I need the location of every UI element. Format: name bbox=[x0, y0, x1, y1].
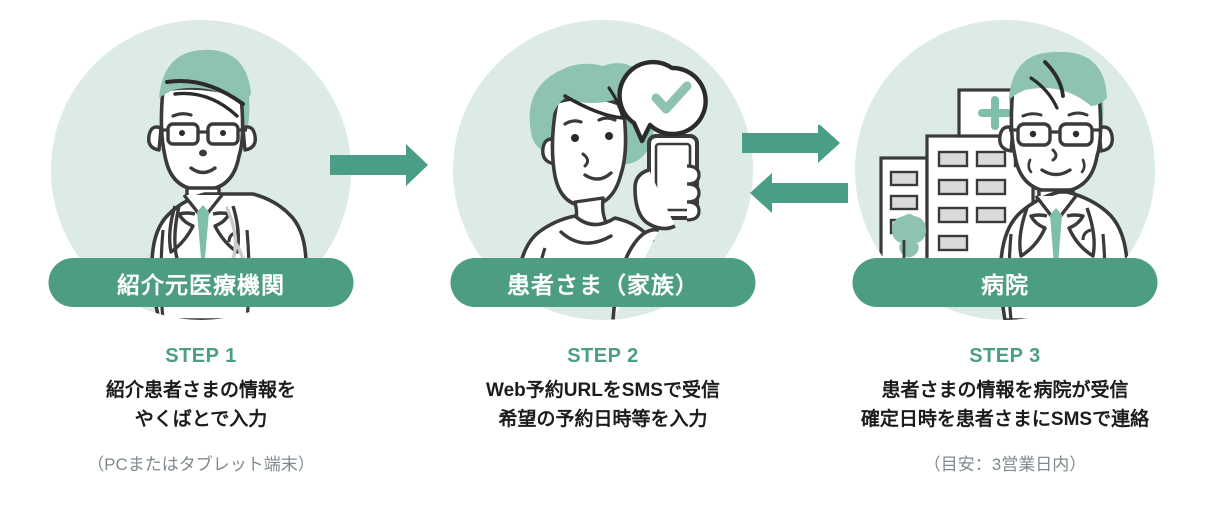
role-badge-1: 紹介元医療機関 bbox=[48, 258, 354, 307]
step-card-3: 病院 STEP 3 患者さまの情報を病院が受信 確定日時を患者さまにSMSで連絡… bbox=[804, 0, 1206, 514]
role-badge-3: 病院 bbox=[852, 258, 1158, 307]
step-1-illustration bbox=[51, 20, 351, 320]
step-description-line: 確定日時を患者さまにSMSで連絡 bbox=[860, 409, 1150, 430]
step-note-3: （目安：3営業日内） bbox=[923, 455, 1087, 474]
connector-2-3 bbox=[740, 0, 850, 514]
arrow-right-single-icon bbox=[330, 144, 428, 186]
step-number-label-3: STEP 3 bbox=[969, 345, 1041, 367]
step-description-1: 紹介患者さまの情報を やくばとで入力 bbox=[0, 376, 402, 434]
step-card-1: 紹介元医療機関 STEP 1 紹介患者さまの情報を やくばとで入力 （PCまたは… bbox=[0, 0, 402, 514]
step-description-line: 希望の予約日時等を入力 bbox=[498, 409, 708, 430]
connector-1-2 bbox=[330, 0, 440, 514]
step-number-label-1: STEP 1 bbox=[165, 345, 237, 367]
step-note-1: （PCまたはタブレット端末） bbox=[87, 455, 315, 474]
role-badge-label: 病院 bbox=[981, 271, 1029, 298]
step-description-3: 患者さまの情報を病院が受信 確定日時を患者さまにSMSで連絡 bbox=[804, 376, 1206, 434]
doctor-with-stethoscope-icon bbox=[147, 49, 308, 320]
step-description-line: 患者さまの情報を病院が受信 bbox=[881, 380, 1129, 401]
arrow-right-left-pair-icon bbox=[742, 125, 848, 213]
role-badge-label: 紹介元医療機関 bbox=[117, 271, 285, 298]
step-description-line: Web予約URLをSMSで受信 bbox=[486, 380, 720, 401]
step-description-line: 紹介患者さまの情報を bbox=[105, 380, 296, 401]
step-description-line: やくばとで入力 bbox=[134, 409, 268, 430]
step-description-2: Web予約URLをSMSで受信 希望の予約日時等を入力 bbox=[402, 376, 804, 434]
step-card-2: 患者さま（家族） STEP 2 Web予約URLをSMSで受信 希望の予約日時等… bbox=[402, 0, 804, 514]
role-badge-2: 患者さま（家族） bbox=[450, 258, 756, 307]
step-number-label-2: STEP 2 bbox=[567, 345, 639, 367]
role-badge-label: 患者さま（家族） bbox=[507, 271, 699, 298]
